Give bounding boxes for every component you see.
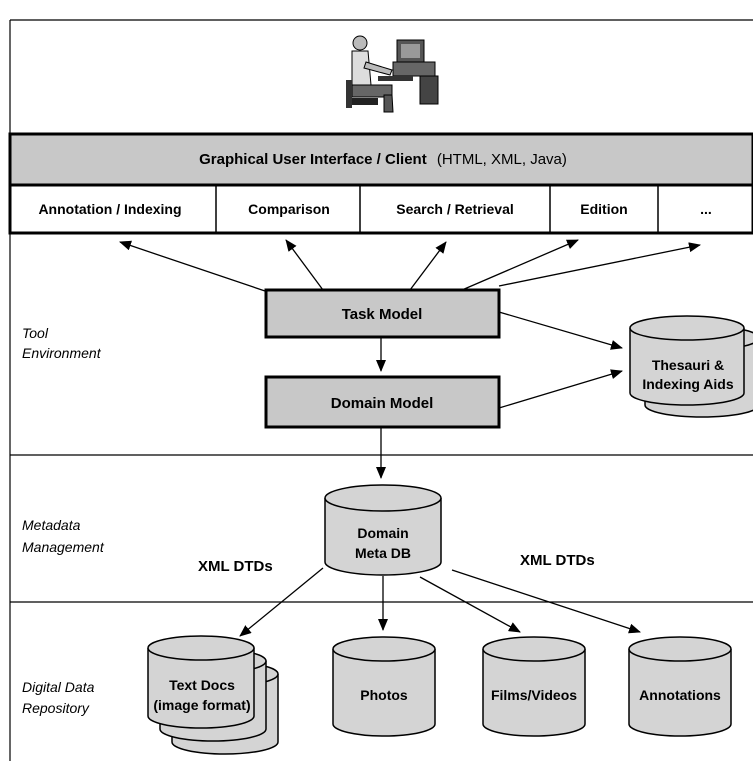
task-tabs: Annotation / Indexing Comparison Search …: [8, 183, 753, 235]
films-videos-cylinder: Films/Videos: [482, 636, 586, 737]
meta-db-label-line1: Domain: [357, 525, 408, 541]
svg-text:Graphical User Interface / Cli: Graphical User Interface / Client (HTML,…: [199, 151, 567, 168]
xml-dtds-left: XML DTDs: [198, 558, 273, 575]
layer-label-metadata-line2: Management: [22, 539, 105, 555]
domain-meta-db-cylinder: Domain Meta DB: [324, 484, 442, 576]
photos-cylinder: Photos: [332, 636, 436, 737]
repository-arrows: [239, 567, 641, 637]
thesauri-label-line1: Thesauri &: [652, 357, 724, 373]
tab-comparison: Comparison: [248, 201, 330, 217]
text-docs-cylinder: Text Docs (image format): [147, 635, 279, 755]
layer-label-tool-line1: Tool: [22, 325, 49, 341]
tab-edition: Edition: [580, 201, 627, 217]
xml-dtds-right: XML DTDs: [520, 552, 595, 569]
photos-label: Photos: [360, 687, 408, 703]
task-model-label: Task Model: [342, 306, 423, 323]
gui-client-bar: Graphical User Interface / Client (HTML,…: [8, 132, 753, 187]
domain-model-box: Domain Model: [264, 375, 501, 429]
layer-label-repository-line1: Digital Data: [22, 679, 95, 695]
films-videos-label: Films/Videos: [491, 687, 577, 703]
text-docs-label-line2: (image format): [153, 697, 250, 713]
tab-annotation-indexing: Annotation / Indexing: [38, 201, 181, 217]
annotations-cylinder: Annotations: [628, 636, 732, 737]
tab-more: ...: [700, 201, 712, 217]
layer-label-repository-line2: Repository: [22, 700, 90, 716]
user-computer-icon: [346, 35, 439, 113]
gui-title: Graphical User Interface / Client: [199, 151, 427, 168]
layer-labels: Tool Environment Metadata Management Dig…: [22, 325, 105, 716]
text-docs-label-line1: Text Docs: [169, 677, 235, 693]
thesauri-cylinder: Thesauri & Indexing Aids: [629, 315, 753, 418]
annotations-label: Annotations: [639, 687, 721, 703]
thesauri-label-line2: Indexing Aids: [642, 376, 733, 392]
tab-search-retrieval: Search / Retrieval: [396, 201, 514, 217]
gui-subtitle: (HTML, XML, Java): [437, 151, 567, 168]
task-model-box: Task Model: [264, 288, 501, 339]
domain-model-label: Domain Model: [331, 395, 434, 412]
layer-label-metadata-line1: Metadata: [22, 517, 81, 533]
meta-db-label-line2: Meta DB: [355, 545, 411, 561]
task-arrows: [119, 239, 701, 479]
layer-label-tool-line2: Environment: [22, 345, 102, 361]
